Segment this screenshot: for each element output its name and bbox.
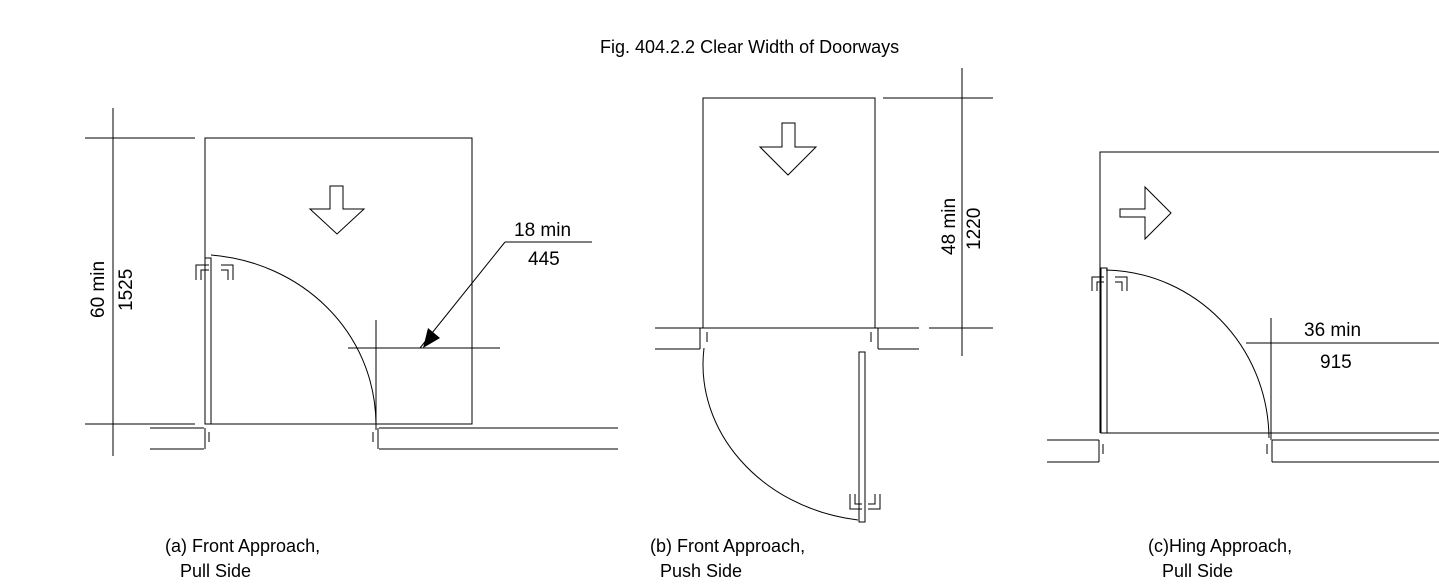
door-frame-mark: [1115, 281, 1123, 291]
door-frame-mark: [195, 264, 209, 280]
approach-arrow-down-icon: [758, 122, 818, 176]
door-frame-mark: [854, 494, 862, 505]
door-frame-mark: [1115, 276, 1128, 291]
panel-caption: (b) Front Approach,: [650, 536, 805, 556]
door-leaf: [858, 351, 866, 523]
panel-caption: Pull Side: [180, 561, 251, 581]
latch-dimension-metric: 445: [528, 249, 560, 270]
panel-a-front-approach-pull-side: 60 min 1525 18 min 445 (a) Front: [85, 108, 618, 581]
door-swing-arc: [210, 254, 377, 425]
clear-floor-space: [702, 97, 876, 329]
door-frame-mark: [868, 494, 881, 510]
clear-floor-space: [1099, 151, 1439, 433]
door-swing-arc: [1105, 269, 1270, 439]
approach-arrow-down-icon: [308, 185, 366, 235]
panel-caption: Pull Side: [1162, 561, 1233, 581]
door-frame-mark: [1096, 281, 1104, 291]
door-leaf: [1100, 267, 1108, 434]
door-frame-mark: [868, 494, 876, 505]
door-frame-mark: [849, 494, 862, 510]
latch-dimension-imperial: 36 min: [1304, 320, 1361, 341]
latch-dimension-imperial: 18 min: [514, 220, 571, 241]
panel-caption: Push Side: [660, 561, 742, 581]
figure-title: Fig. 404.2.2 Clear Width of Doorways: [600, 37, 899, 57]
clear-floor-space: [204, 137, 473, 425]
door-frame-mark: [221, 264, 234, 280]
depth-dimension-metric: 1220: [964, 208, 985, 250]
panel-caption: (c)Hing Approach,: [1148, 536, 1292, 556]
door-frame-mark: [221, 269, 229, 280]
leader-arrowhead: [423, 328, 440, 348]
panel-b-front-approach-push-side: 48 min 1220 (b) Front Approach, Push Sid…: [650, 68, 993, 581]
door-frame-mark: [1091, 276, 1104, 291]
door-swing-arc: [702, 347, 859, 521]
depth-dimension-imperial: 48 min: [939, 198, 960, 255]
panel-c-hinge-approach-pull-side: 36 min 915 (c)Hing Approach, Pull Side: [1047, 151, 1439, 581]
door-leaf: [204, 257, 212, 425]
panel-caption: (a) Front Approach,: [165, 536, 320, 556]
leader-line: [419, 241, 506, 349]
door-frame-mark: [200, 269, 209, 280]
latch-dimension-metric: 915: [1320, 352, 1352, 373]
depth-dimension-metric: 1525: [116, 269, 137, 311]
depth-dimension-imperial: 60 min: [88, 261, 109, 318]
approach-arrow-right-icon: [1119, 185, 1172, 241]
